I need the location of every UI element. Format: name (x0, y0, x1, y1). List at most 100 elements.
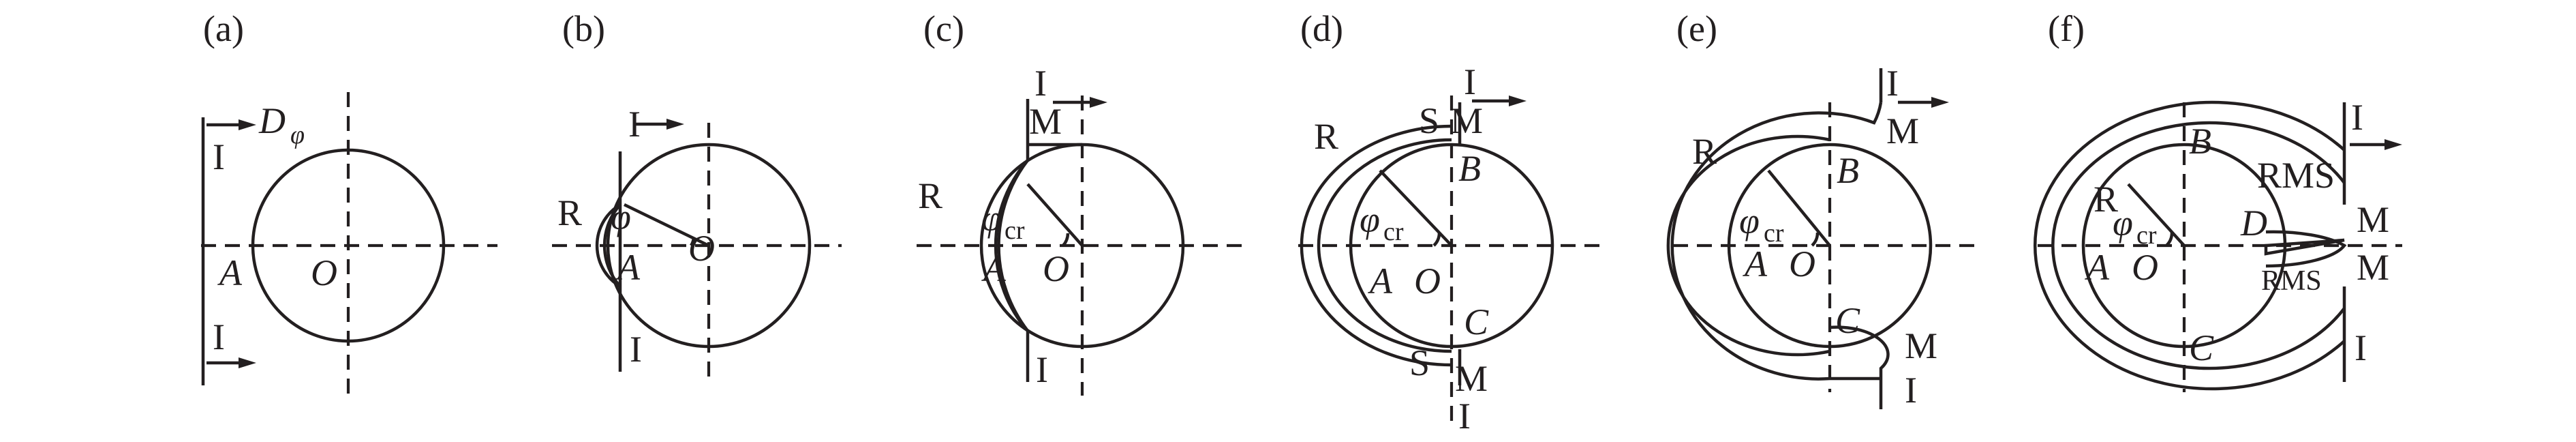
label-O: O (1414, 261, 1441, 301)
label-O: O (688, 228, 715, 269)
label-I-top: I (628, 104, 641, 145)
panel-tag-d: (d) (1300, 8, 1343, 49)
label-D: D (2240, 203, 2267, 244)
angle-arc (2165, 232, 2174, 247)
panel-d: (d) I S M R B φ cr A O C S M I (1298, 8, 1605, 437)
label-I-top: I (1464, 61, 1476, 102)
label-D: D (258, 100, 286, 141)
label-I-top: I (1034, 63, 1047, 104)
panel-e: (e) I M R B φ cr A O C M I (1666, 8, 1983, 411)
label-phi-subscript: cr (1764, 219, 1784, 248)
label-B: B (2189, 121, 2211, 162)
label-R: R (918, 175, 942, 216)
label-I-bottom: I (1036, 349, 1048, 390)
label-M: M (1029, 101, 1062, 142)
label-A: A (615, 247, 641, 288)
panel-f: (f) I B RMS M M R φ cr D A O RMS C I (2033, 8, 2402, 392)
label-S-bottom: S (1409, 342, 1430, 383)
deformed-region-outer (2033, 100, 2346, 391)
angle-arc (1811, 232, 1820, 247)
radius-line (1026, 183, 1084, 247)
label-M-bottom: M (1905, 325, 1937, 366)
rms-lobe (2265, 230, 2347, 268)
panel-tag-f: (f) (2048, 8, 2085, 49)
label-I-bottom: I (2355, 327, 2367, 368)
label-R: R (2094, 179, 2118, 220)
label-O: O (2132, 247, 2158, 288)
arrowhead (1090, 97, 1107, 108)
label-M-bottom: M (1455, 358, 1488, 399)
label-O: O (311, 252, 337, 293)
label-D-subscript: φ (290, 121, 305, 149)
label-O: O (1043, 248, 1069, 289)
label-M-top: M (2357, 199, 2389, 240)
rms-wedge (2264, 238, 2345, 256)
panel-tag-b: (b) (562, 8, 605, 49)
label-B: B (1458, 148, 1481, 189)
label-C: C (1464, 301, 1489, 342)
label-phi: φ (981, 198, 1002, 239)
panel-tag-a: (a) (203, 8, 244, 49)
label-I-bottom: I (1905, 370, 1917, 411)
panel-tag-e: (e) (1676, 8, 1717, 49)
mandrel-bottom (1829, 325, 1890, 409)
deformed-region (602, 203, 622, 288)
radius-line (1767, 169, 1831, 247)
label-A: A (1743, 244, 1768, 284)
workpiece-circle (1727, 143, 1933, 349)
label-I-bottom: I (630, 329, 642, 370)
angle-arc (690, 237, 696, 247)
deformed-region-inner (1666, 134, 1830, 357)
panel-c: (c) I I M R φ cr A O (917, 8, 1244, 396)
label-C: C (2189, 327, 2214, 368)
label-M-top: M (1450, 100, 1483, 141)
label-A: A (981, 248, 1007, 289)
panel-a: (a) I I D φ A O (201, 8, 497, 399)
label-phi: φ (611, 196, 631, 237)
deformed-region-inner (1317, 138, 1452, 353)
workpiece-circle (251, 148, 446, 343)
angle-arc (1062, 233, 1070, 247)
label-I-top: I (2351, 97, 2363, 138)
label-I-bottom: I (1458, 396, 1471, 437)
arrowhead (1509, 95, 1527, 106)
label-phi: φ (2113, 203, 2133, 244)
label-R: R (1692, 131, 1717, 172)
label-M-bottom: M (2357, 247, 2389, 288)
label-O: O (1789, 244, 1815, 284)
deformed-region-outer (1300, 124, 1452, 367)
label-phi-subscript: cr (1005, 216, 1025, 245)
workpiece-circle (606, 143, 812, 349)
workpiece-circle (1349, 143, 1554, 349)
bulge-region (595, 203, 622, 288)
deformed-region-inner (994, 159, 1029, 332)
label-I-bottom: I (213, 316, 225, 357)
label-phi-subscript: cr (1383, 218, 1404, 246)
arrowhead (1931, 97, 1949, 108)
label-M-top: M (1886, 110, 1919, 151)
label-A: A (2085, 247, 2110, 288)
deformed-region-outer (1670, 102, 1883, 381)
label-I-top: I (213, 136, 225, 177)
arrowhead (666, 119, 684, 130)
label-I-top: I (1886, 63, 1899, 104)
label-RMS-top: RMS (2257, 155, 2335, 196)
radius-line (2127, 183, 2186, 247)
label-phi-subscript: cr (2136, 221, 2157, 250)
label-RMS-mid: RMS (2261, 265, 2322, 297)
label-A: A (1368, 261, 1393, 301)
arrowhead-top (239, 119, 256, 130)
arrowhead (2385, 139, 2402, 150)
label-A: A (217, 252, 243, 293)
label-B: B (1837, 150, 1859, 191)
panel-b: (b) I I R φ A O (552, 8, 842, 385)
label-phi: φ (1360, 199, 1380, 240)
label-phi: φ (1739, 201, 1760, 241)
label-R: R (1314, 116, 1338, 157)
panel-tag-c: (c) (923, 8, 964, 49)
label-C: C (1835, 300, 1860, 341)
deformed-region-inner (2051, 121, 2346, 370)
label-S-top: S (1419, 100, 1439, 141)
